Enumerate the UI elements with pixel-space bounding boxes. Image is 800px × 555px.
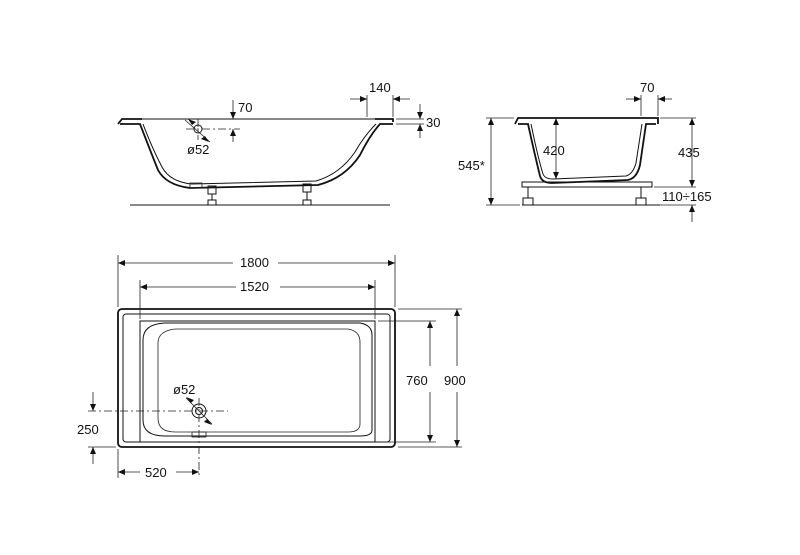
side-tub-inner [142,123,377,185]
end-rim [514,117,659,125]
end-feet [522,187,647,206]
side-view: 70 ø52 140 30 [117,80,440,206]
top-outer-outline [117,308,396,448]
top-dim-inner-width: 760 [406,373,428,388]
side-rim [117,118,394,125]
top-dim-drain-x: 520 [145,465,167,480]
end-tub-shell [518,123,656,184]
end-dim-rim-width: 70 [640,80,654,95]
end-dim-tub-height: 435 [678,145,700,160]
end-view: 70 545* 420 435 110÷165 [458,80,712,222]
end-dim-total-height: 545* [458,158,485,173]
side-tub-shell [120,123,393,189]
side-dim-overflow-depth: 70 [238,100,252,115]
top-dim-drain-y: 250 [77,422,99,437]
top-view: ø52 1800 1520 760 900 [77,255,466,480]
side-dim-rim-width: 140 [369,80,391,95]
top-basin-outline [139,320,376,443]
end-dim-inner-depth: 420 [543,143,565,158]
top-basin-floor [157,328,361,433]
top-basin-inner [142,322,373,437]
side-dim-drain-diameter: ø52 [187,142,209,157]
top-dim-width: 900 [444,373,466,388]
top-dim-inner-length: 1520 [240,279,269,294]
side-dim-rim-thickness: 30 [426,115,440,130]
end-dim-leg-range: 110÷165 [662,189,712,204]
top-dim-drain-diameter: ø52 [173,382,195,397]
top-dim-length: 1800 [240,255,269,270]
end-base-frame [521,181,653,188]
side-feet [189,182,312,206]
end-tub-inner [530,123,643,180]
